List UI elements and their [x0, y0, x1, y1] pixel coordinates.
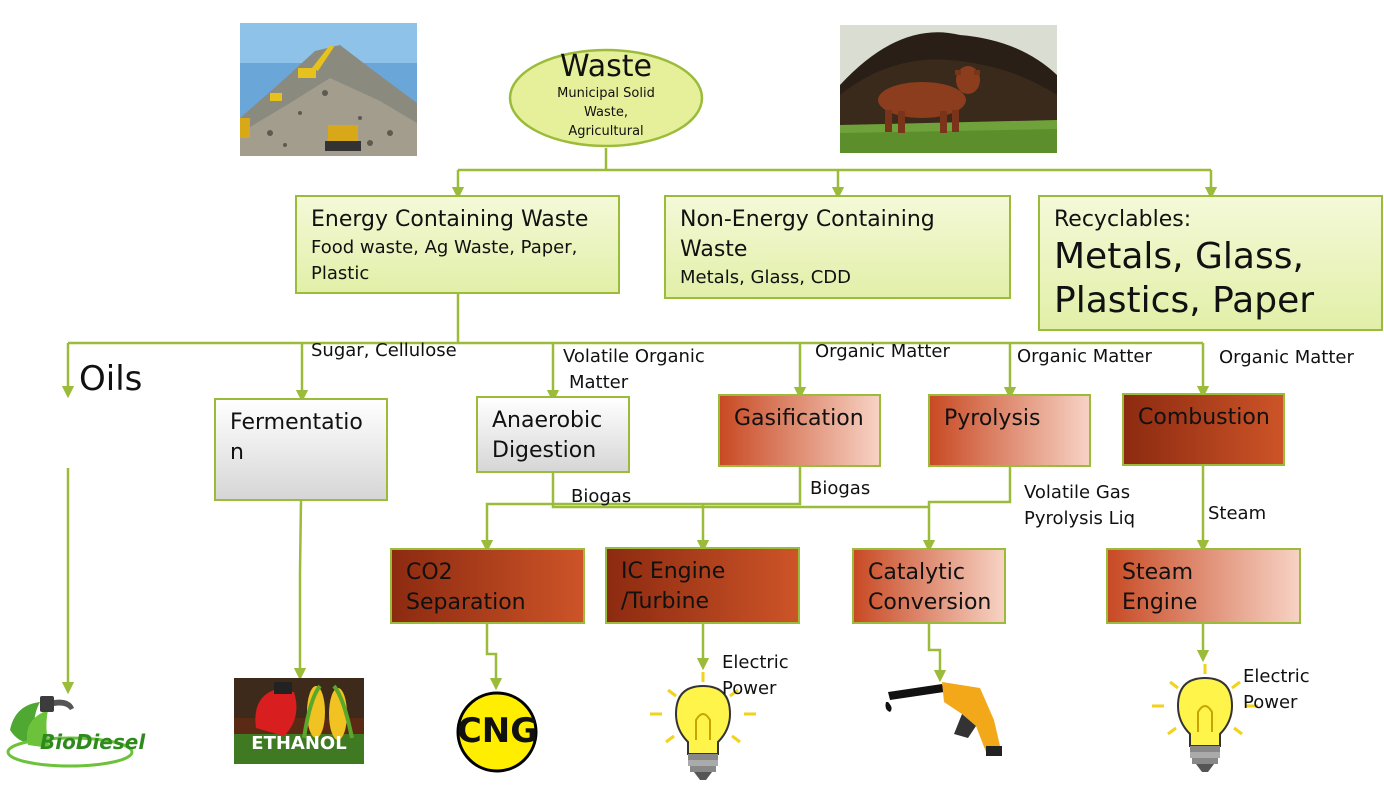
oils-label: Oils: [79, 359, 143, 399]
steam-engine-label-2: Engine: [1122, 590, 1198, 615]
combustion-label: Combustion: [1138, 405, 1270, 430]
energy-waste-detail-2: Plastic: [311, 263, 370, 284]
organic-matter-label-1: Organic Matter: [815, 341, 950, 362]
electric-power-label-1b: Power: [722, 678, 777, 699]
co2-label-2: Separation: [406, 590, 526, 615]
fermentation-box: Fermentatio n: [214, 398, 388, 501]
non-energy-title-1: Non-Energy Containing: [680, 207, 935, 232]
pyrolysis-box: Pyrolysis: [928, 394, 1091, 467]
waste-subtitle-2: Waste,: [584, 105, 628, 120]
steam-engine-label-1: Steam: [1122, 560, 1194, 585]
volatile-organic-label-2: Matter: [569, 372, 629, 393]
steam-label: Steam: [1208, 503, 1267, 524]
anaerobic-digestion-box: Anaerobic Digestion: [476, 396, 630, 473]
non-energy-waste-box: Non-Energy Containing Waste Metals, Glas…: [664, 195, 1011, 299]
ic-engine-label-1: IC Engine: [621, 559, 726, 584]
cng-icon: CNG: [455, 690, 540, 775]
ethanol-icon: ETHANOL: [234, 678, 364, 764]
recyclables-box: Recyclables: Metals, Glass, Plastics, Pa…: [1038, 195, 1383, 331]
non-energy-title-2: Waste: [680, 237, 748, 262]
fermentation-label-2: n: [230, 440, 244, 465]
energy-waste-title: Energy Containing Waste: [311, 207, 589, 232]
sugar-cellulose-label: Sugar, Cellulose: [311, 340, 457, 361]
steam-engine-box: Steam Engine: [1106, 548, 1301, 624]
anaerobic-label-1: Anaerobic: [492, 408, 603, 433]
waste-title: Waste: [560, 49, 652, 84]
combustion-box: Combustion: [1122, 393, 1285, 466]
electric-power-label-2b: Power: [1243, 692, 1298, 713]
biogas-label-2: Biogas: [810, 478, 871, 499]
ic-engine-box: IC Engine /Turbine: [605, 547, 800, 624]
recyclables-detail-1: Metals, Glass,: [1054, 236, 1304, 277]
energy-containing-waste-box: Energy Containing Waste Food waste, Ag W…: [295, 195, 620, 294]
volatile-gas-label: Volatile Gas: [1024, 482, 1131, 503]
catalytic-label-1: Catalytic: [868, 560, 965, 585]
ic-engine-label-2: /Turbine: [621, 589, 710, 614]
lightbulb-icon: [648, 668, 758, 788]
lightbulb-icon: [1150, 660, 1260, 780]
cow-compost-photo: [840, 25, 1057, 153]
organic-matter-label-2: Organic Matter: [1017, 346, 1152, 367]
gasification-label: Gasification: [734, 406, 864, 431]
waste-subtitle-3: Agricultural: [568, 124, 644, 139]
biogas-label-1: Biogas: [571, 486, 632, 507]
electric-power-label-1a: Electric: [722, 652, 789, 673]
gasification-box: Gasification: [718, 394, 881, 467]
catalytic-label-2: Conversion: [868, 590, 992, 615]
volatile-organic-label-1: Volatile Organic: [563, 346, 705, 367]
co2-label-1: CO2: [406, 560, 453, 585]
fuel-nozzle-icon: [882, 680, 1007, 760]
pyrolysis-liq-label: Pyrolysis Liq: [1024, 508, 1136, 529]
biodiesel-icon: BioDiesel: [0, 690, 145, 770]
ethanol-text: ETHANOL: [251, 733, 347, 754]
cng-text: CNG: [456, 711, 539, 751]
waste-root-node: Waste Municipal Solid Waste, Agricultura…: [508, 48, 704, 148]
organic-matter-label-3: Organic Matter: [1219, 347, 1354, 368]
waste-subtitle-1: Municipal Solid: [557, 86, 655, 101]
co2-separation-box: CO2 Separation: [390, 548, 585, 624]
recyclables-title: Recyclables:: [1054, 207, 1192, 232]
electric-power-label-2a: Electric: [1243, 666, 1310, 687]
energy-waste-detail-1: Food waste, Ag Waste, Paper,: [311, 237, 578, 258]
recyclables-detail-2: Plastics, Paper: [1054, 280, 1315, 321]
biodiesel-text: BioDiesel: [40, 730, 146, 754]
fermentation-label-1: Fermentatio: [230, 410, 363, 435]
pyrolysis-label: Pyrolysis: [944, 406, 1041, 431]
catalytic-conversion-box: Catalytic Conversion: [852, 548, 1006, 624]
anaerobic-label-2: Digestion: [492, 438, 597, 463]
landfill-photo: [240, 23, 417, 156]
non-energy-detail: Metals, Glass, CDD: [680, 267, 851, 288]
